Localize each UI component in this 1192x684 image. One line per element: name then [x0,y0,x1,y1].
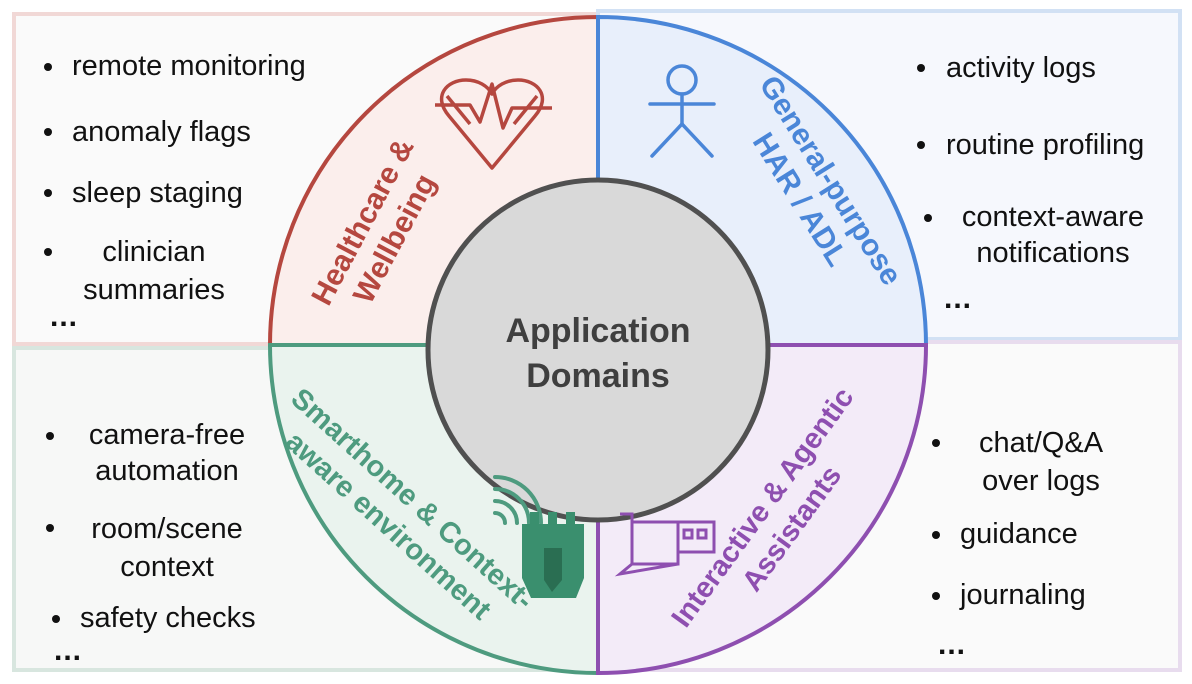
stick-figure-icon [648,64,716,158]
smart-home-sensor-icon [493,475,584,598]
assistants-more: ... [938,628,967,661]
center-circle [425,177,771,523]
general-purpose-more: ... [944,282,973,315]
heart-pulse-icon [435,78,552,170]
assistant-robot-icon [614,512,716,577]
smarthome-more: ... [54,634,83,667]
center-title-line2: Domains [526,357,670,395]
healthcare-more: ... [50,300,79,333]
center-title-line1: Application [505,312,690,350]
